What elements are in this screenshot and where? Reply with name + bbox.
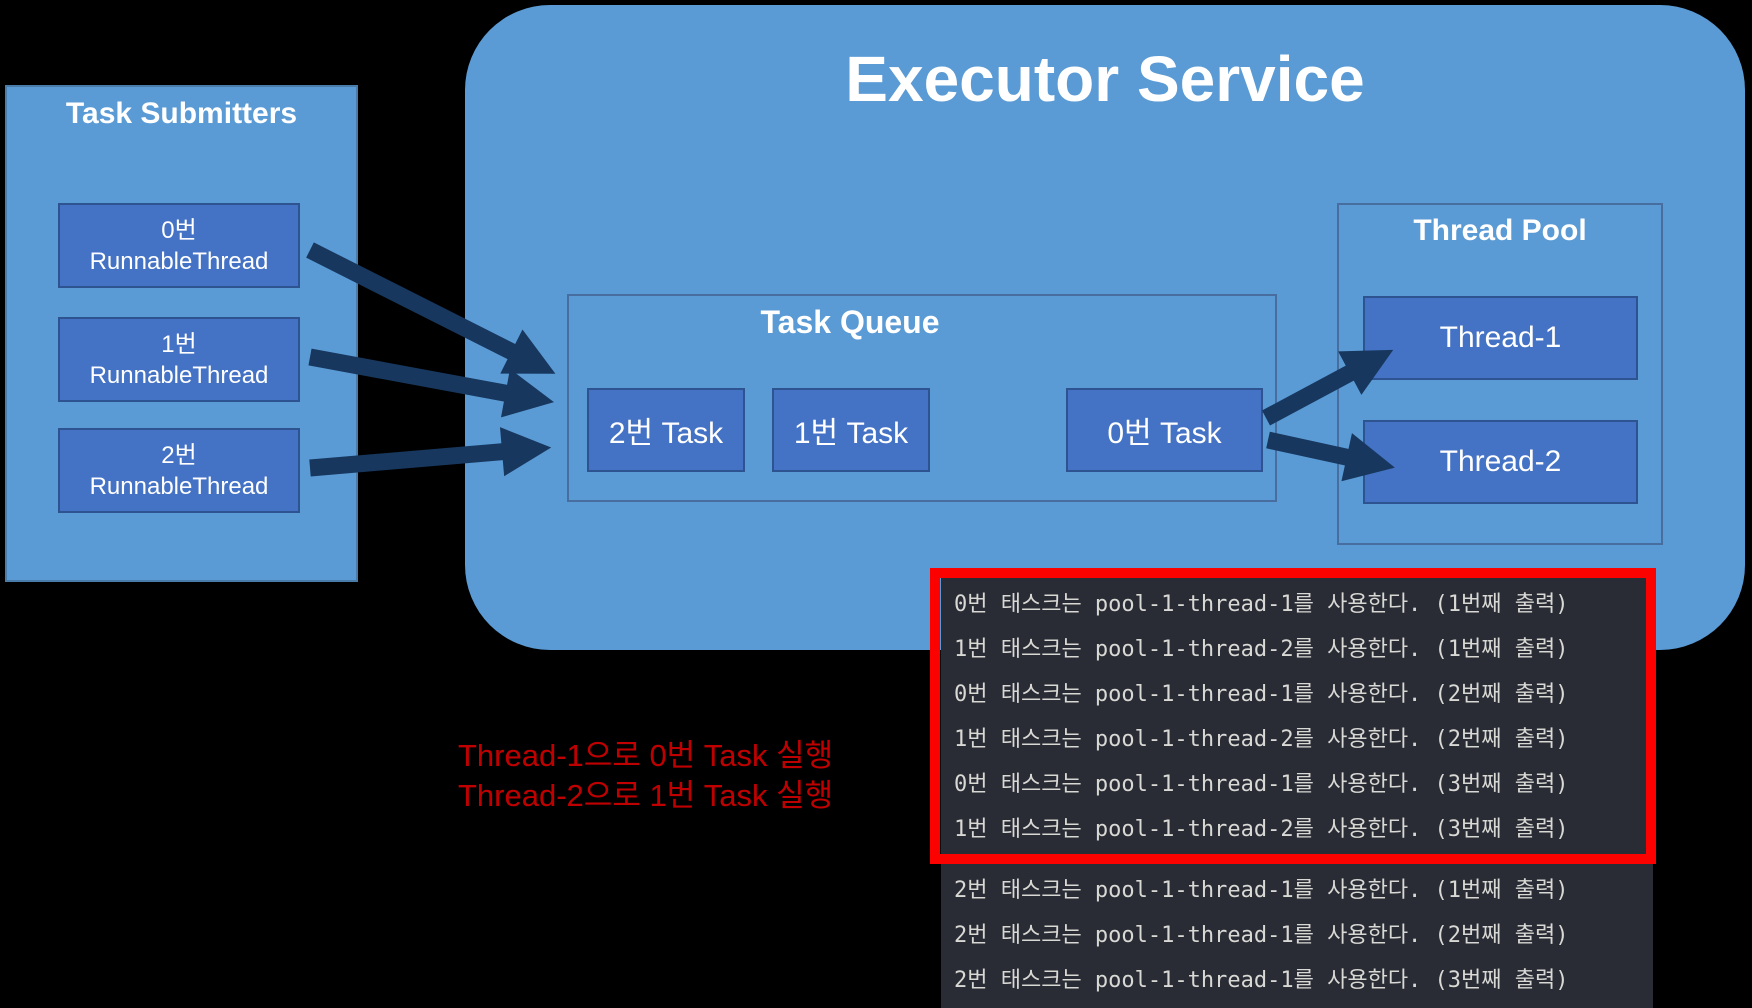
annotation-line: Thread-1으로 0번 Task 실행 bbox=[458, 738, 834, 773]
console-line: 0번 태스크는 pool-1-thread-1를 사용한다. (2번째 출력) bbox=[954, 682, 1569, 707]
red-highlight-border bbox=[930, 568, 1656, 864]
console-line: 2번 태스크는 pool-1-thread-1를 사용한다. (2번째 출력) bbox=[954, 923, 1569, 948]
runnable-thread-1-box: 1번 RunnableThread bbox=[58, 317, 300, 402]
console-highlighted-lines: 0번 태스크는 pool-1-thread-1를 사용한다. (1번째 출력) 1… bbox=[941, 576, 1653, 852]
console-line: 1번 태스크는 pool-1-thread-2를 사용한다. (1번째 출력) bbox=[954, 637, 1569, 662]
console-output: 0번 태스크는 pool-1-thread-1를 사용한다. (1번째 출력) 1… bbox=[941, 576, 1653, 1008]
console-line: 2번 태스크는 pool-1-thread-1를 사용한다. (1번째 출력) bbox=[954, 878, 1569, 903]
task-0-box: 0번 Task bbox=[1066, 388, 1263, 472]
task-queue-title: Task Queue bbox=[760, 304, 940, 340]
executor-service-title: Executor Service bbox=[845, 43, 1365, 115]
console-line: 0번 태스크는 pool-1-thread-1를 사용한다. (3번째 출력) bbox=[954, 772, 1569, 797]
task-submitters-title: Task Submitters bbox=[65, 97, 298, 130]
console-line: 1번 태스크는 pool-1-thread-2를 사용한다. (2번째 출력) bbox=[954, 727, 1569, 752]
console-line: 0번 태스크는 pool-1-thread-1를 사용한다. (1번째 출력) bbox=[954, 592, 1569, 617]
task-1-box: 1번 Task bbox=[772, 388, 930, 472]
thread-1-box: Thread-1 bbox=[1363, 296, 1638, 380]
task-2-box: 2번 Task bbox=[587, 388, 745, 472]
thread-pool-title: Thread Pool bbox=[1413, 214, 1587, 247]
annotation-text: Thread-1으로 0번 Task 실행 Thread-2으로 1번 Task … bbox=[458, 736, 833, 816]
console-trailing-lines: 2번 태스크는 pool-1-thread-1를 사용한다. (1번째 출력) 2… bbox=[941, 852, 1653, 1003]
runnable-thread-0-box: 0번 RunnableThread bbox=[58, 203, 300, 288]
console-line: 2번 태스크는 pool-1-thread-1를 사용한다. (3번째 출력) bbox=[954, 968, 1569, 993]
runnable-thread-2-box: 2번 RunnableThread bbox=[58, 428, 300, 513]
annotation-line: Thread-2으로 1번 Task 실행 bbox=[458, 778, 834, 813]
console-line: 1번 태스크는 pool-1-thread-2를 사용한다. (3번째 출력) bbox=[954, 817, 1569, 842]
thread-2-box: Thread-2 bbox=[1363, 420, 1638, 504]
